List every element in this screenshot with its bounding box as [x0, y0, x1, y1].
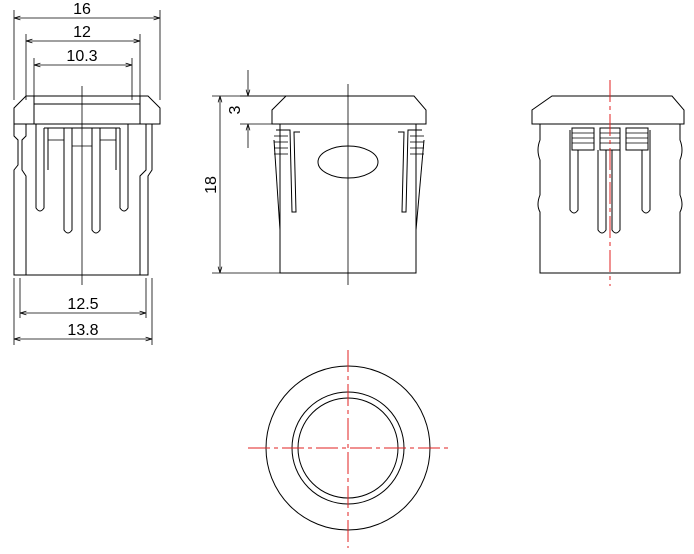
dim-label-3: 3	[227, 105, 244, 114]
top-view	[248, 350, 448, 548]
side-view	[531, 80, 685, 286]
cap-section-left	[13, 95, 35, 125]
wall-section-right	[139, 123, 153, 276]
dim-flange-width: 13.8	[13, 278, 153, 345]
dim-inner-width: 12	[25, 24, 141, 100]
side-body-outline	[537, 124, 683, 274]
dim-label-13-8: 13.8	[67, 322, 98, 339]
cap-outline	[271, 95, 427, 125]
dim-body-width: 12.5	[19, 278, 147, 318]
front-view: 3 18	[203, 70, 427, 285]
side-cap-outline	[531, 95, 685, 125]
dim-label-16: 16	[73, 1, 91, 18]
front-finger-left	[276, 129, 300, 213]
dim-label-18: 18	[203, 176, 220, 194]
dim-total-height: 18	[203, 95, 286, 274]
front-finger-right	[398, 129, 422, 213]
dim-label-12-5: 12.5	[67, 296, 98, 313]
section-view: 16 12 10.3	[13, 1, 161, 345]
cap-section-right	[139, 95, 161, 125]
dim-label-12: 12	[73, 24, 91, 41]
dim-label-10-3: 10.3	[66, 48, 97, 65]
side-fingers	[569, 130, 651, 234]
dim-slot-width: 10.3	[33, 48, 133, 100]
dim-overall-width: 16	[13, 1, 161, 100]
wall-section-left	[13, 123, 27, 276]
